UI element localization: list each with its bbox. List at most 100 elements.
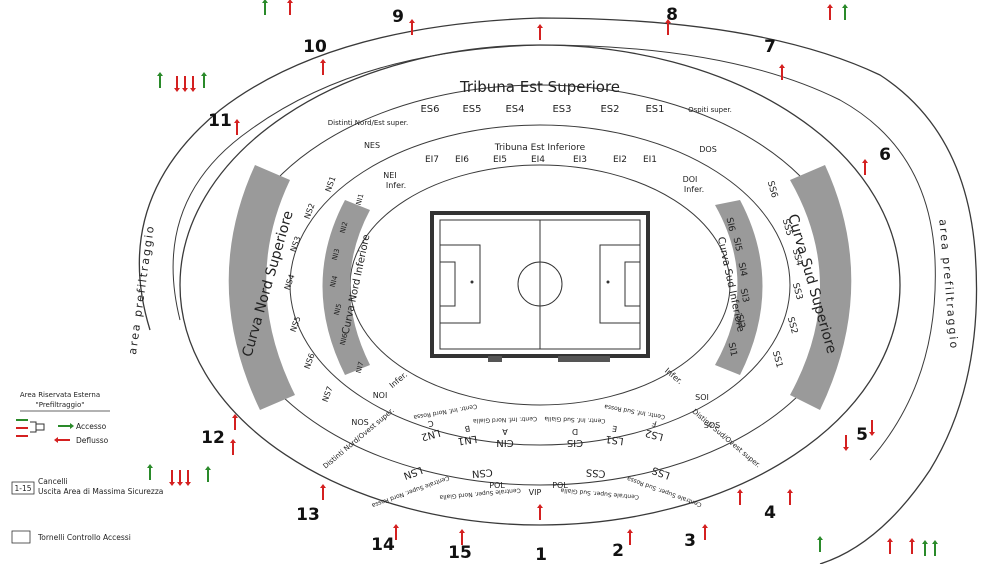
ospiti-super-label: Ospiti super. (688, 106, 732, 114)
sector-ns6: NS6 (303, 352, 317, 370)
flow-arrow-32 (922, 540, 928, 556)
legend-cancelli: Cancelli (38, 477, 68, 486)
sector-misc-7: NOS (351, 418, 368, 427)
sector-misc-1: NEI (383, 171, 396, 180)
flow-arrows (147, 0, 938, 556)
flow-arrow-34 (262, 0, 268, 15)
sector-ni6: NI6 (339, 332, 350, 346)
sector-si1: SI1 (726, 342, 739, 358)
sector-ls2: LS2 (644, 427, 665, 442)
sector-ns2: NS2 (303, 202, 317, 220)
flow-arrow-8 (157, 72, 163, 88)
tribuna-est-inferiore-label: Tribuna Est Inferiore (494, 143, 586, 153)
sector-letter-d: D (572, 427, 578, 436)
flow-arrow-11 (862, 159, 868, 175)
area-prefiltraggio-left: area prefiltraggio (126, 224, 157, 356)
flow-arrow-19 (459, 529, 465, 545)
flow-arrow-36 (827, 4, 833, 20)
flow-arrow-5 (174, 76, 180, 92)
gate-1: 1 (535, 545, 547, 564)
flow-arrow-14 (787, 489, 793, 505)
sector-ss4: SS4 (790, 248, 804, 267)
legend-tornelli-icon (11, 530, 31, 544)
sector-misc-14: POL (552, 481, 568, 490)
flow-arrow-17 (627, 529, 633, 545)
flow-arrow-28 (205, 466, 211, 482)
legend-title-line1: Area Riservata Esterna (20, 391, 100, 399)
curva-sud-inferiore-band (715, 200, 763, 375)
distinti-nord-est-label: Distinti Nord/Est super. (328, 119, 408, 127)
sector-misc-12: VIP (529, 488, 542, 497)
sector-misc-8: SOI (695, 393, 709, 402)
centrale-inf-nord-gialla: Centr. Inf. Nord Gialla (473, 415, 538, 424)
gate-10: 10 (303, 37, 327, 57)
sector-ei4: EI4 (531, 155, 545, 165)
flow-arrow-0 (537, 24, 543, 40)
bench-left (488, 356, 502, 362)
centrale-inf-nord-rossa: Centr. Inf. Nord Rossa (413, 402, 478, 420)
sector-ei1: EI1 (643, 155, 657, 165)
flow-arrow-21 (320, 484, 326, 500)
sector-csn: CSN (471, 466, 493, 479)
legend-cancelli-icon: 1-15 (14, 484, 31, 493)
sector-letter-f: F (651, 418, 658, 428)
legend-title-line2: "Prefiltraggio" (36, 401, 85, 409)
gate-8: 8 (666, 5, 678, 25)
gate-9: 9 (392, 7, 404, 27)
curva-sud-superiore-band (790, 165, 852, 410)
sector-ns3: NS3 (289, 235, 303, 253)
sector-css: CSS (585, 466, 606, 479)
sector-misc-3: DOS (699, 145, 717, 154)
sector-ni5: NI5 (333, 303, 344, 316)
sector-misc-5: Infer. (684, 185, 704, 194)
gate-15: 15 (448, 543, 472, 563)
flow-arrow-10 (779, 64, 785, 80)
sector-ei3: EI3 (573, 155, 587, 165)
sector-ss1: SS1 (770, 350, 784, 369)
mid-tier-ring (289, 124, 791, 446)
sector-misc-6: NOI (373, 391, 388, 400)
sector-ni4: NI4 (329, 274, 340, 288)
distinti-nord-ovest-label: Distinti Nord/Ovest super. (322, 406, 396, 470)
sector-es3: ES3 (552, 104, 571, 115)
gate-6: 6 (879, 145, 891, 165)
sector-ln1: LN1 (457, 433, 478, 447)
sector-si2: SI2 (734, 314, 747, 330)
legend-cancelli-sub: Uscita Area di Massima Sicurezza (38, 487, 163, 496)
flow-arrow-24 (169, 470, 175, 486)
sector-ns4: NS4 (283, 273, 297, 291)
sector-letter-e: E (612, 424, 618, 434)
flow-arrow-12 (843, 435, 849, 451)
flow-arrow-30 (909, 538, 915, 554)
sector-si3: SI3 (738, 288, 751, 304)
flow-arrow-22 (230, 439, 236, 455)
gate-2: 2 (612, 541, 624, 561)
flow-arrow-16 (702, 524, 708, 540)
flow-arrow-27 (147, 464, 153, 480)
sector-ls1: LS1 (605, 433, 625, 446)
sector-cin: CIN (496, 437, 513, 448)
distinti-sud-ovest-label: Distinti Sud/Ovest super. (691, 408, 762, 470)
outer-perimeter (138, 17, 978, 564)
area-prefiltraggio-right: area prefiltraggio (936, 219, 960, 351)
flow-arrow-7 (190, 76, 196, 92)
flow-arrow-13 (869, 420, 875, 436)
flow-arrow-33 (932, 540, 938, 556)
flow-arrow-15 (737, 489, 743, 505)
sector-es1: ES1 (645, 104, 664, 115)
gate-13: 13 (296, 505, 320, 525)
sector-letter-b: B (464, 424, 471, 434)
flow-arrow-1 (409, 19, 415, 35)
sector-ss6: SS6 (765, 180, 779, 199)
flow-arrow-20 (393, 524, 399, 540)
sector-misc-9: SOS (704, 421, 720, 430)
flow-arrow-37 (842, 4, 848, 20)
flow-arrow-23 (232, 414, 238, 430)
gate-4: 4 (764, 503, 776, 523)
flow-arrow-2 (665, 19, 671, 35)
gate-14: 14 (371, 535, 395, 555)
sector-ln2: LN2 (420, 427, 442, 443)
sector-si6: SI6 (724, 217, 737, 233)
